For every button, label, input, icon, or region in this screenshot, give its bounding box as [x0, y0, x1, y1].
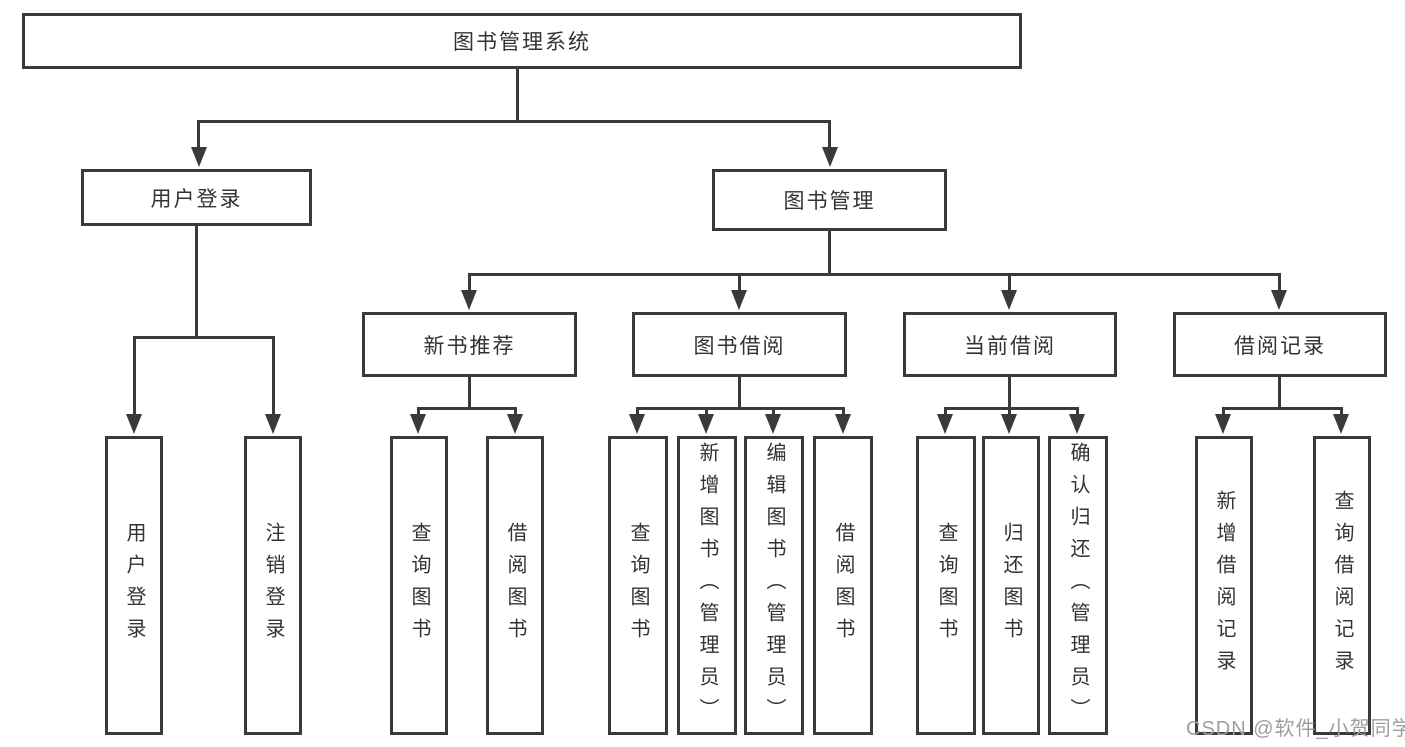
leaf-logout-label: 注销登录: [262, 521, 284, 650]
connector-borrowing-drop-4: [842, 407, 845, 417]
leaf-recommend-borrow-books-label: 借阅图书: [504, 521, 526, 650]
connector-book-mgmt-drop-3: [1008, 273, 1011, 293]
leaf-edit-book-admin-label: 编辑图书（管理员）: [763, 441, 785, 730]
connector-current-drop-2: [1008, 407, 1011, 417]
connector-book-mgmt-drop-1: [468, 273, 471, 293]
connector-book-mgmt-drop-4: [1278, 273, 1281, 293]
connector-borrowing-stem: [738, 377, 741, 407]
leaf-return-book: 归还图书: [982, 436, 1040, 735]
connector-borrowing-drop-2: [705, 407, 708, 417]
csdn-watermark: CSDN @软件_小贺同学: [1186, 718, 1405, 740]
leaf-edit-book-admin: 编辑图书（管理员）: [744, 436, 804, 735]
connector-records-drop-2: [1340, 407, 1343, 417]
leaf-query-borrow-record-label: 查询借阅记录: [1331, 489, 1353, 682]
arrow-down-icon: [835, 414, 851, 434]
connector-book-mgmt-drop-2: [738, 273, 741, 293]
arrow-down-icon: [265, 414, 281, 434]
arrow-down-icon: [1001, 414, 1017, 434]
node-borrowing-records: 借阅记录: [1173, 312, 1387, 377]
leaf-user-login: 用户登录: [105, 436, 163, 735]
node-library-system: 图书管理系统: [22, 13, 1022, 69]
leaf-current-query-books-label: 查询图书: [935, 521, 957, 650]
connector-records-stem: [1278, 377, 1281, 407]
node-book-borrowing: 图书借阅: [632, 312, 847, 377]
leaf-borrowing-query-books-label: 查询图书: [627, 521, 649, 650]
arrow-down-icon: [698, 414, 714, 434]
arrow-down-icon: [461, 290, 477, 310]
arrow-down-icon: [822, 147, 838, 167]
leaf-recommend-query-books: 查询图书: [390, 436, 448, 735]
leaf-query-borrow-record: 查询借阅记录: [1313, 436, 1371, 735]
arrow-down-icon: [126, 414, 142, 434]
leaf-logout: 注销登录: [244, 436, 302, 735]
leaf-current-query-books: 查询图书: [916, 436, 976, 735]
connector-new-book-drop-2: [514, 407, 517, 417]
connector-user-login-drop-left: [133, 336, 136, 418]
connector-current-drop-1: [944, 407, 947, 417]
connector-current-rail: [944, 407, 1079, 410]
connector-borrowing-drop-3: [772, 407, 775, 417]
arrow-down-icon: [1215, 414, 1231, 434]
connector-book-mgmt-rail: [468, 273, 1281, 276]
connector-records-rail: [1222, 407, 1343, 410]
arrow-down-icon: [1271, 290, 1287, 310]
leaf-confirm-return-admin: 确认归还（管理员）: [1048, 436, 1108, 735]
arrow-down-icon: [731, 290, 747, 310]
connector-root-drop-left: [197, 120, 200, 152]
node-book-management: 图书管理: [712, 169, 947, 231]
arrow-down-icon: [410, 414, 426, 434]
connector-root-rail: [197, 120, 831, 123]
leaf-add-borrow-record-label: 新增借阅记录: [1213, 489, 1235, 682]
node-book-management-label: 图书管理: [783, 190, 876, 213]
connector-root-drop-right: [828, 120, 831, 152]
arrow-down-icon: [937, 414, 953, 434]
leaf-recommend-borrow-books: 借阅图书: [486, 436, 544, 735]
leaf-confirm-return-admin-label: 确认归还（管理员）: [1067, 441, 1089, 730]
connector-new-book-rail: [417, 407, 517, 410]
node-new-book-recommendation-label: 新书推荐: [423, 334, 516, 358]
connector-new-book-drop-1: [417, 407, 420, 417]
leaf-borrowing-query-books: 查询图书: [608, 436, 668, 735]
node-book-borrowing-label: 图书借阅: [693, 334, 786, 358]
leaf-add-borrow-record: 新增借阅记录: [1195, 436, 1253, 735]
connector-new-book-stem: [468, 377, 471, 407]
node-current-borrowing: 当前借阅: [903, 312, 1117, 377]
connector-current-stem: [1008, 377, 1011, 407]
arrow-down-icon: [1333, 414, 1349, 434]
connector-records-drop-1: [1222, 407, 1225, 417]
node-user-login-label: 用户登录: [150, 187, 243, 211]
leaf-add-book-admin-label: 新增图书（管理员）: [696, 441, 718, 730]
connector-user-login-stem: [195, 226, 198, 336]
leaf-borrowing-borrow-books-label: 借阅图书: [832, 521, 854, 650]
leaf-add-book-admin: 新增图书（管理员）: [677, 436, 737, 735]
arrow-down-icon: [191, 147, 207, 167]
connector-root-stem: [516, 69, 519, 120]
connector-user-login-drop-right: [272, 336, 275, 418]
connector-user-login-rail: [133, 336, 275, 339]
leaf-user-login-label: 用户登录: [123, 521, 145, 650]
leaf-recommend-query-books-label: 查询图书: [408, 521, 430, 650]
connector-current-drop-3: [1076, 407, 1079, 417]
connector-book-mgmt-stem: [828, 231, 831, 273]
node-user-login: 用户登录: [81, 169, 312, 226]
node-library-system-label: 图书管理系统: [453, 31, 591, 54]
arrow-down-icon: [1001, 290, 1017, 310]
arrow-down-icon: [507, 414, 523, 434]
connector-borrowing-drop-1: [636, 407, 639, 417]
node-new-book-recommendation: 新书推荐: [362, 312, 577, 377]
arrow-down-icon: [629, 414, 645, 434]
leaf-borrowing-borrow-books: 借阅图书: [813, 436, 873, 735]
leaf-return-book-label: 归还图书: [1000, 521, 1022, 650]
connector-borrowing-rail: [636, 407, 845, 410]
arrow-down-icon: [765, 414, 781, 434]
arrow-down-icon: [1069, 414, 1085, 434]
node-current-borrowing-label: 当前借阅: [964, 334, 1056, 358]
node-borrowing-records-label: 借阅记录: [1234, 334, 1326, 358]
